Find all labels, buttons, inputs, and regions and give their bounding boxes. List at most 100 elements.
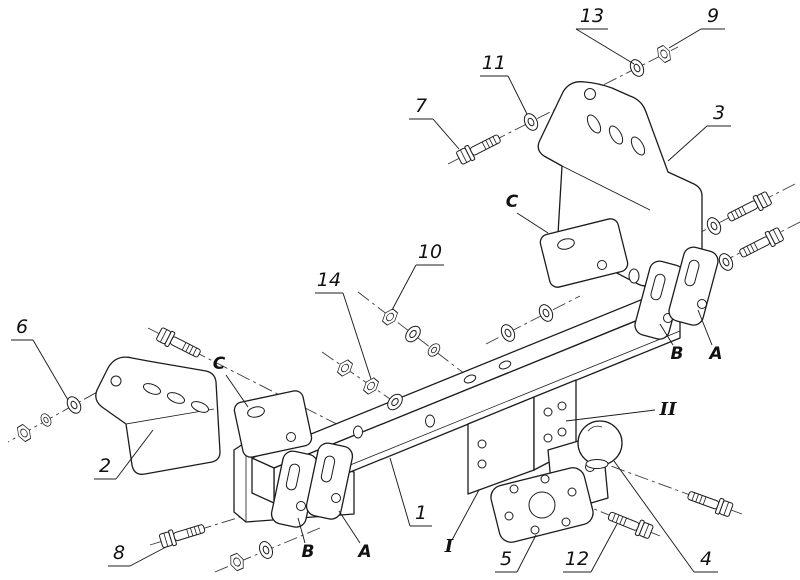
left-bracket-outline (95, 356, 221, 475)
hole (628, 268, 640, 284)
callout-part-4: 4 (700, 548, 712, 570)
hole (697, 299, 707, 309)
callout-part-7: 7 (415, 95, 427, 117)
hole (425, 414, 435, 428)
washer-6 (63, 393, 85, 417)
callout-part-12: 12 (565, 548, 589, 570)
slot (190, 401, 210, 413)
hole (557, 401, 567, 411)
hole (477, 459, 487, 469)
slot (608, 125, 624, 145)
nut (227, 551, 247, 573)
nut (14, 422, 34, 444)
callouts: 13 9 11 7 3 C 10 14 6 C B A 2 II 1 8 B A… (16, 5, 725, 570)
leader-line (225, 374, 249, 408)
washer (38, 411, 54, 429)
washer-13 (627, 56, 647, 80)
slot (650, 273, 666, 301)
leader-line (659, 323, 674, 346)
plate-b-right (634, 260, 685, 340)
leader-line (432, 118, 460, 150)
callout-section-a-left: A (356, 542, 371, 562)
slot (166, 392, 186, 404)
ball-highlight (587, 425, 603, 432)
leader-line (667, 125, 708, 162)
hole (353, 425, 363, 439)
hole (110, 375, 122, 387)
leader-line (297, 517, 306, 544)
centerline-axis (485, 295, 581, 345)
hole (509, 484, 519, 494)
bolt (685, 486, 735, 519)
bolt-8 (158, 519, 207, 550)
hole (498, 360, 512, 370)
hole (286, 432, 296, 442)
mounting-plate-part-5 (490, 467, 594, 543)
hole (530, 525, 540, 535)
bolt-12 (605, 507, 655, 541)
washer (536, 301, 556, 325)
hole (567, 487, 577, 497)
callout-view-ii: II (659, 399, 677, 420)
leader-line (575, 28, 635, 65)
washer (425, 341, 443, 359)
callout-part-5: 5 (500, 548, 512, 570)
hole (557, 427, 567, 437)
washer (498, 321, 518, 345)
hole (477, 439, 487, 449)
callout-section-c-right: C (506, 192, 519, 212)
hole (543, 433, 553, 443)
tow-ball (577, 420, 623, 466)
plate-outline (539, 218, 629, 288)
center-hole (528, 491, 556, 519)
callout-view-i: I (444, 536, 454, 557)
plate-c-right (539, 218, 629, 288)
leader-line (451, 489, 480, 541)
callout-part-2: 2 (99, 455, 111, 477)
left-bracket-part-2 (95, 356, 221, 475)
leader-line (129, 546, 167, 567)
leader-line (115, 429, 154, 480)
centerline-axis (147, 327, 369, 441)
hole (561, 517, 571, 527)
leader-line (391, 264, 417, 311)
leader-line (516, 534, 537, 573)
slot (684, 259, 700, 287)
leader-line (613, 460, 695, 573)
hole (597, 260, 607, 270)
hole (584, 88, 596, 100)
ball-collar (585, 459, 609, 469)
leader-line (668, 28, 702, 49)
callout-section-b-right: B (671, 344, 684, 364)
leader-line (516, 212, 549, 234)
leader-line (590, 523, 618, 573)
slot (142, 383, 162, 395)
callout-part-1: 1 (415, 502, 427, 524)
hole (540, 474, 550, 484)
hole (543, 407, 553, 417)
leader-line (342, 292, 372, 380)
plate-a-right (668, 246, 719, 326)
leader-line (565, 409, 656, 422)
bolt (736, 225, 786, 262)
callout-part-8: 8 (113, 542, 125, 564)
leader-line (32, 339, 69, 401)
plate-a-left (305, 442, 354, 520)
hole (463, 374, 477, 384)
hole (331, 493, 341, 503)
slot (557, 238, 575, 250)
hole (504, 511, 514, 521)
leader-lines (11, 28, 731, 573)
hole (296, 501, 306, 511)
leader-line (507, 75, 528, 115)
plate-c-left (233, 390, 313, 458)
callout-part-14: 14 (317, 269, 341, 291)
slot (285, 463, 301, 491)
washer (256, 539, 276, 561)
callout-part-11: 11 (482, 52, 506, 74)
nut (334, 357, 356, 379)
nut-10 (379, 306, 401, 328)
slot (320, 455, 336, 483)
